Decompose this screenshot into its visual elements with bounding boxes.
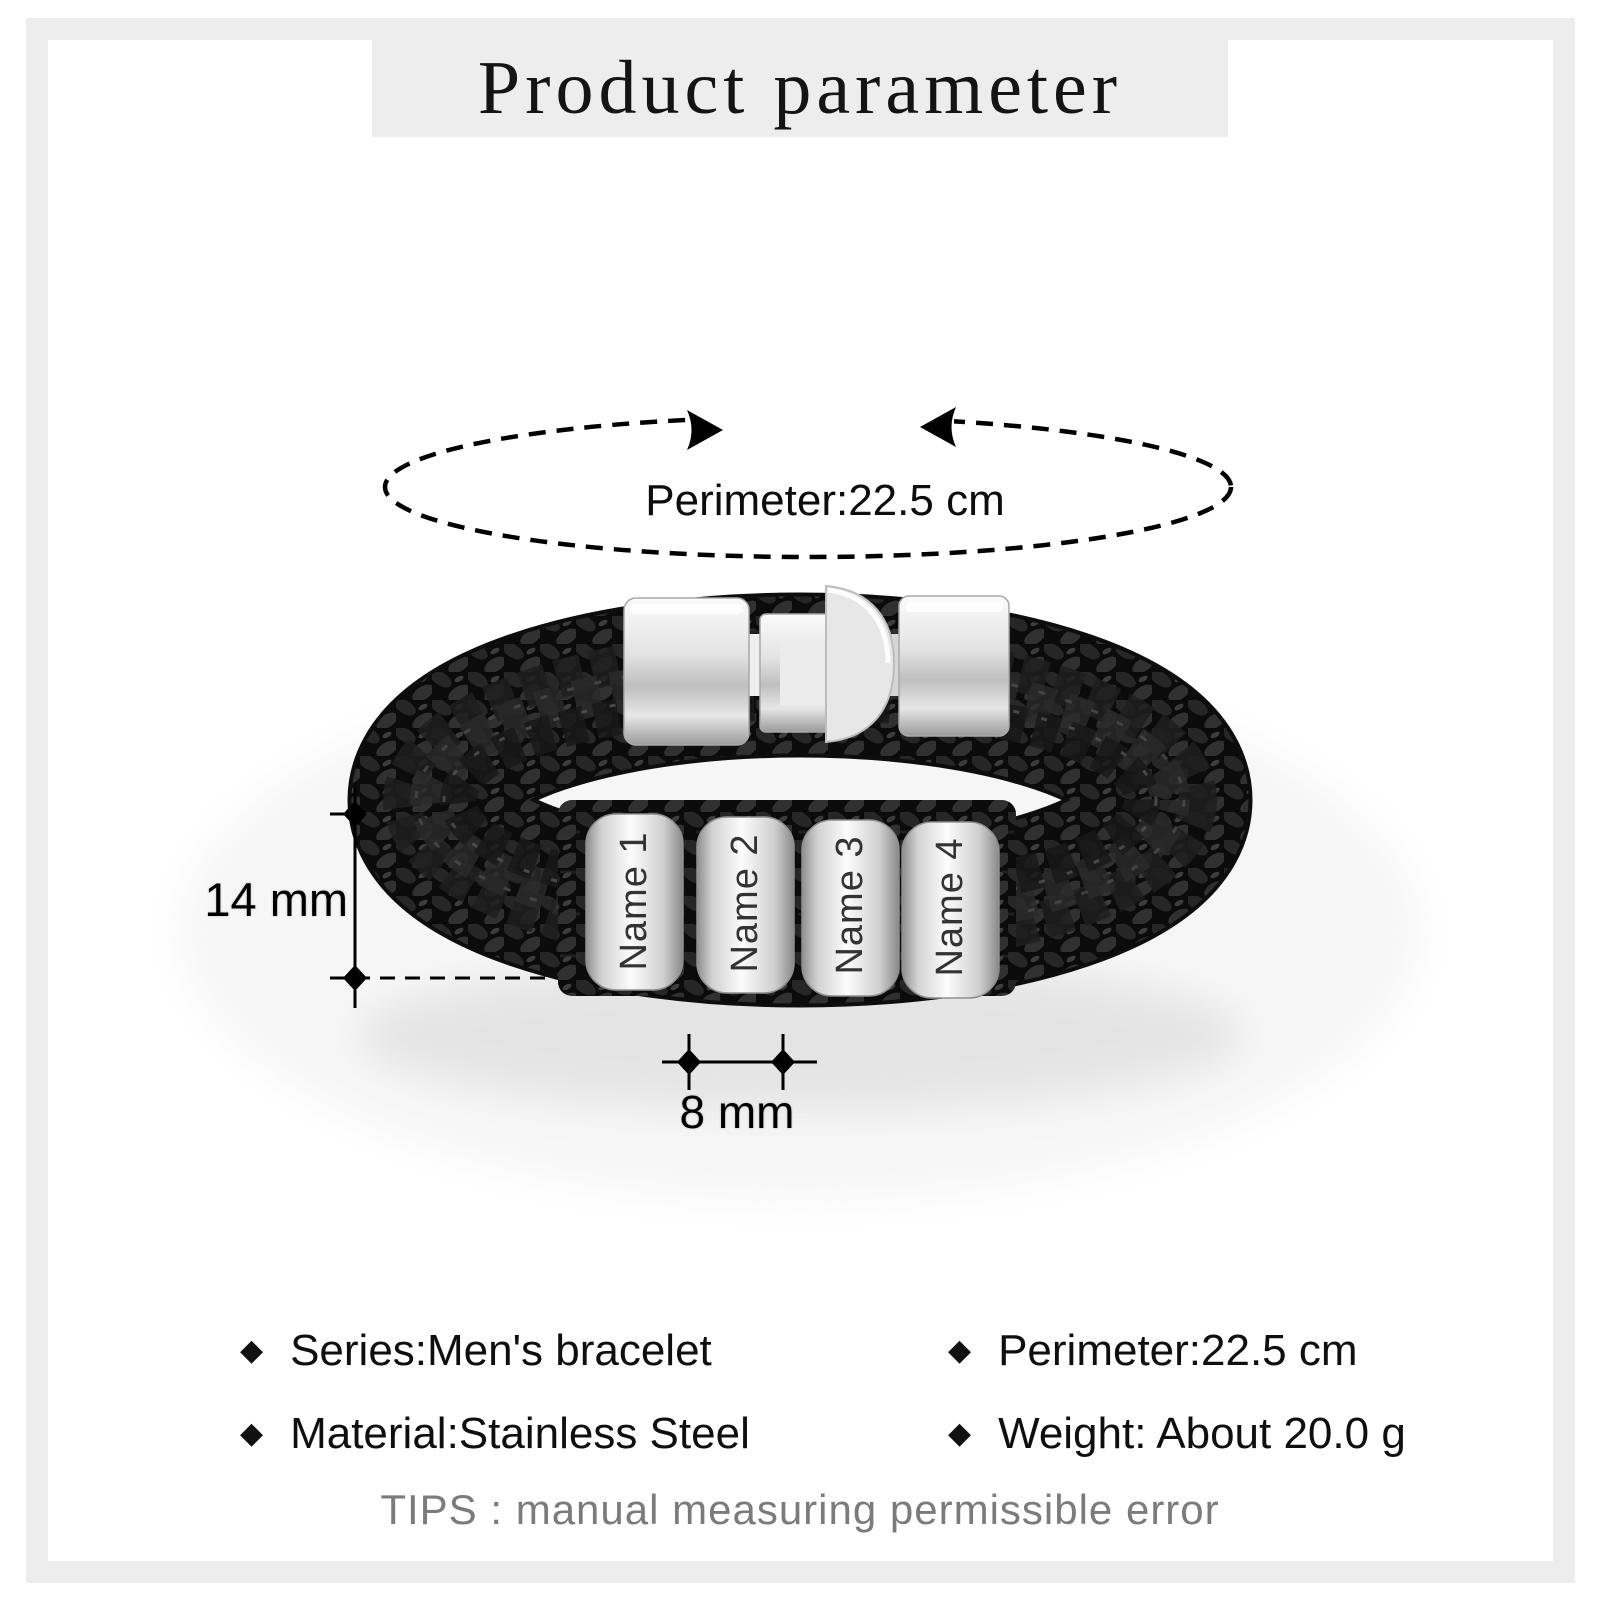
spec-weight: ◆ Weight: About 20.0 g xyxy=(948,1404,1406,1464)
spec-series-label: Series:Men's bracelet xyxy=(290,1326,712,1375)
clasp xyxy=(623,584,1010,746)
spec-material: ◆ Material:Stainless Steel xyxy=(240,1404,750,1464)
diamond-bullet-icon: ◆ xyxy=(240,1334,264,1367)
bead-width-dimension-label: 8 mm xyxy=(679,1086,795,1138)
perimeter-dimension-label: Perimeter:22.5 cm xyxy=(645,476,1005,525)
spec-series: ◆ Series:Men's bracelet xyxy=(240,1321,712,1381)
tips-note: TIPS : manual measuring permissible erro… xyxy=(380,1486,1220,1533)
perimeter-annotation-graphic xyxy=(382,396,1234,560)
bead-width-dimension-graphic xyxy=(662,1034,817,1090)
spec-perimeter: ◆ Perimeter:22.5 cm xyxy=(948,1321,1358,1381)
title-banner: Product parameter xyxy=(372,40,1228,137)
height-dimension-label: 14 mm xyxy=(204,873,348,926)
diamond-bullet-icon: ◆ xyxy=(240,1417,264,1450)
diamond-bullet-icon: ◆ xyxy=(948,1417,972,1450)
spec-perimeter-label: Perimeter:22.5 cm xyxy=(998,1326,1358,1375)
spec-weight-label: Weight: About 20.0 g xyxy=(998,1409,1406,1458)
bead-engraving-3: Name 3 xyxy=(828,835,871,975)
diamond-bullet-icon: ◆ xyxy=(948,1334,972,1367)
beads xyxy=(585,813,1000,999)
bead-engraving-1: Name 1 xyxy=(612,831,655,971)
height-dimension-graphic xyxy=(343,788,367,1008)
page-title: Product parameter xyxy=(477,46,1123,130)
spec-material-label: Material:Stainless Steel xyxy=(290,1409,750,1458)
bead-engraving-4: Name 4 xyxy=(928,837,971,977)
bead-engraving-2: Name 2 xyxy=(723,833,766,973)
